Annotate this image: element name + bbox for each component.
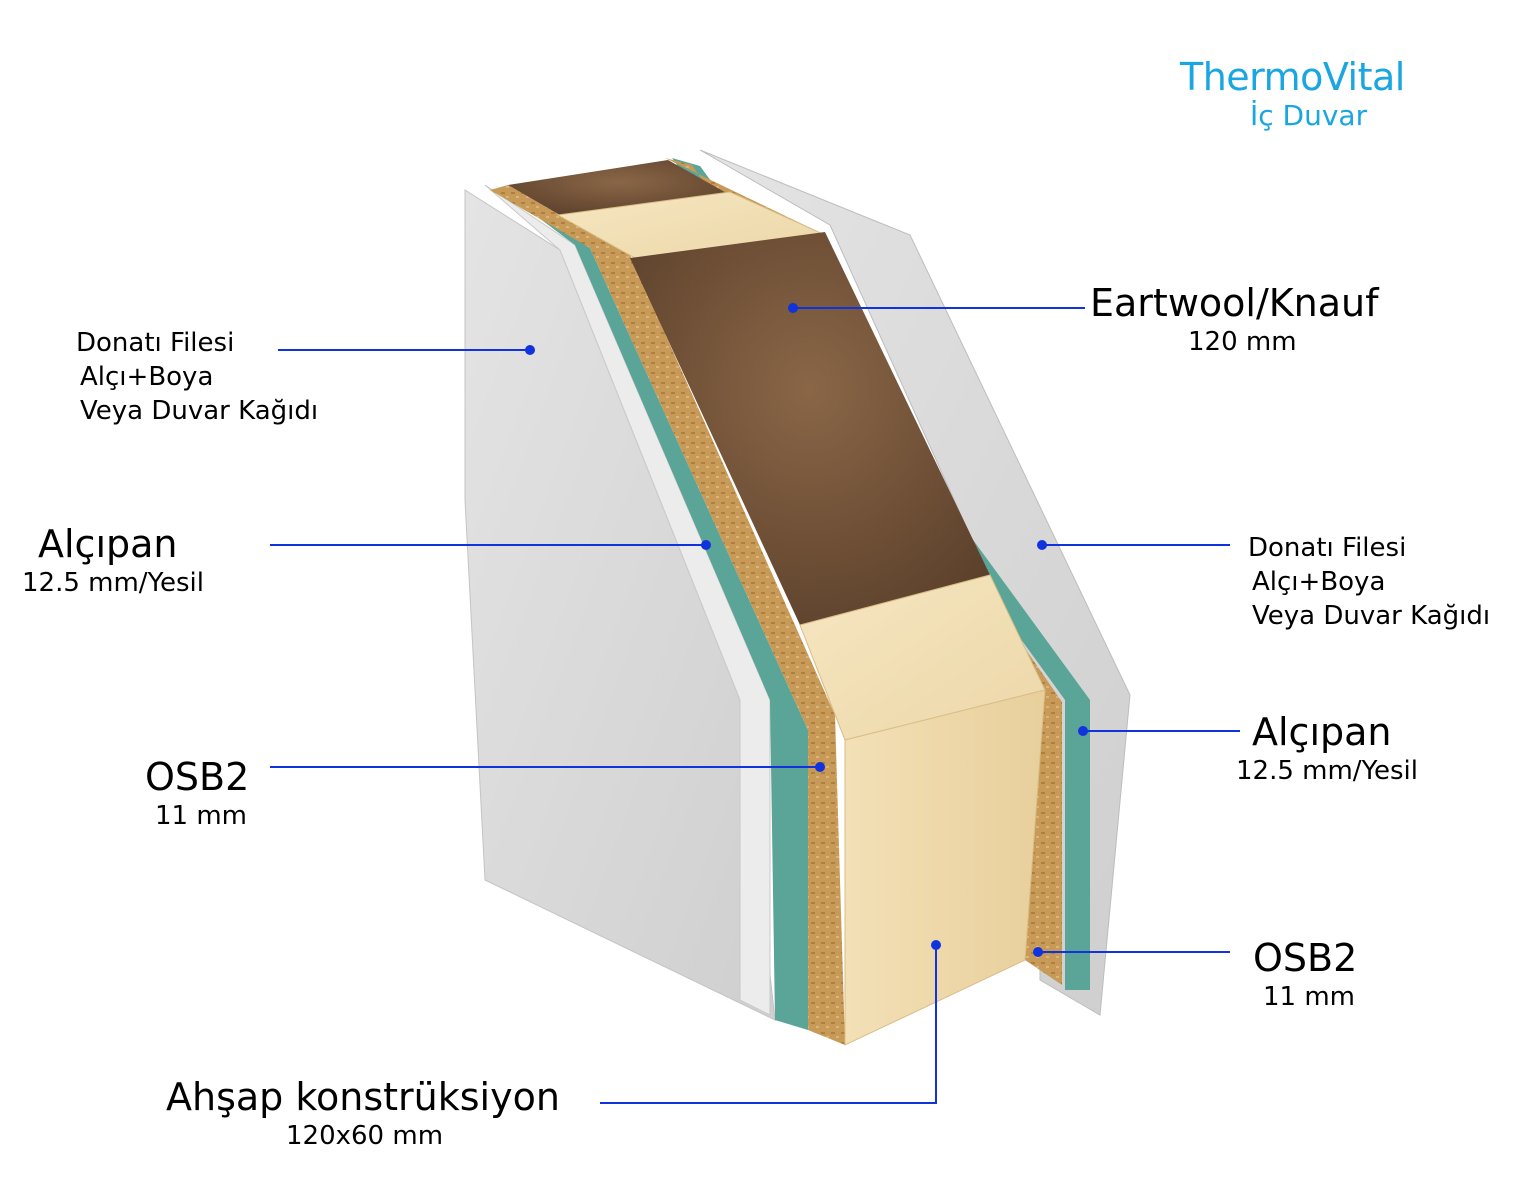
- leader-osb-left-dot: [815, 762, 825, 772]
- leader-gypsum-left-dot: [701, 540, 711, 550]
- gypsum-left-spec: 12.5 mm/Yesil: [22, 568, 204, 598]
- brand-subtitle: İç Duvar: [1250, 99, 1368, 132]
- timber-title: Ahşap konstrüksiyon: [166, 1075, 560, 1119]
- gypsum-right-title: Alçıpan: [1252, 710, 1392, 754]
- label-finish-left: Donatı Filesi Alçı+Boya Veya Duvar Kağıd…: [76, 326, 318, 428]
- finish-right-line2: Alçı+Boya: [1252, 567, 1386, 597]
- label-osb-left: OSB2 11 mm: [145, 755, 249, 833]
- finish-left-line2: Alçı+Boya: [80, 362, 214, 392]
- leader-osb-right-dot: [1033, 947, 1043, 957]
- brand-name: ThermoVital: [1180, 55, 1405, 99]
- finish-right-line3: Veya Duvar Kağıdı: [1252, 601, 1491, 631]
- label-insulation: Eartwool/Knauf 120 mm: [1090, 281, 1379, 359]
- leader-finish-left-dot: [525, 345, 535, 355]
- osb-right-title: OSB2: [1253, 936, 1358, 980]
- leader-timber-dot: [931, 940, 941, 950]
- insulation-main: [630, 232, 990, 625]
- gypsum-left-title: Alçıpan: [38, 522, 178, 566]
- gypsum-right-spec: 12.5 mm/Yesil: [1236, 756, 1418, 786]
- insulation-title: Eartwool/Knauf: [1090, 281, 1379, 325]
- label-osb-right: OSB2 11 mm: [1253, 936, 1357, 1014]
- label-gypsum-left: Alçıpan 12.5 mm/Yesil: [22, 522, 204, 600]
- finish-left-line3: Veya Duvar Kağıdı: [80, 396, 319, 426]
- gypsum-left-strip: [495, 185, 808, 1030]
- timber-bottom-front: [844, 689, 1046, 1046]
- label-gypsum-right: Alçıpan 12.5 mm/Yesil: [1236, 710, 1418, 788]
- timber-spec: 120x60 mm: [286, 1121, 444, 1151]
- osb-left-title: OSB2: [145, 755, 250, 799]
- label-timber: Ahşap konstrüksiyon 120x60 mm: [166, 1075, 560, 1153]
- leader-finish-right-dot: [1037, 540, 1047, 550]
- leader-insulation-dot: [788, 303, 798, 313]
- leader-gypsum-right-dot: [1078, 726, 1088, 736]
- leader-lines: [270, 303, 1240, 1104]
- finish-right-line1: Donatı Filesi: [1248, 533, 1407, 563]
- osb-right-spec: 11 mm: [1263, 982, 1356, 1012]
- osb-left-strip: [490, 185, 845, 1045]
- insulation-spec: 120 mm: [1188, 327, 1297, 357]
- osb-left-spec: 11 mm: [155, 801, 248, 831]
- leader-timber: [600, 945, 937, 1104]
- brand: ThermoVital İç Duvar: [1180, 55, 1440, 133]
- finish-left-line1: Donatı Filesi: [76, 328, 235, 358]
- label-finish-right: Donatı Filesi Alçı+Boya Veya Duvar Kağıd…: [1248, 531, 1490, 633]
